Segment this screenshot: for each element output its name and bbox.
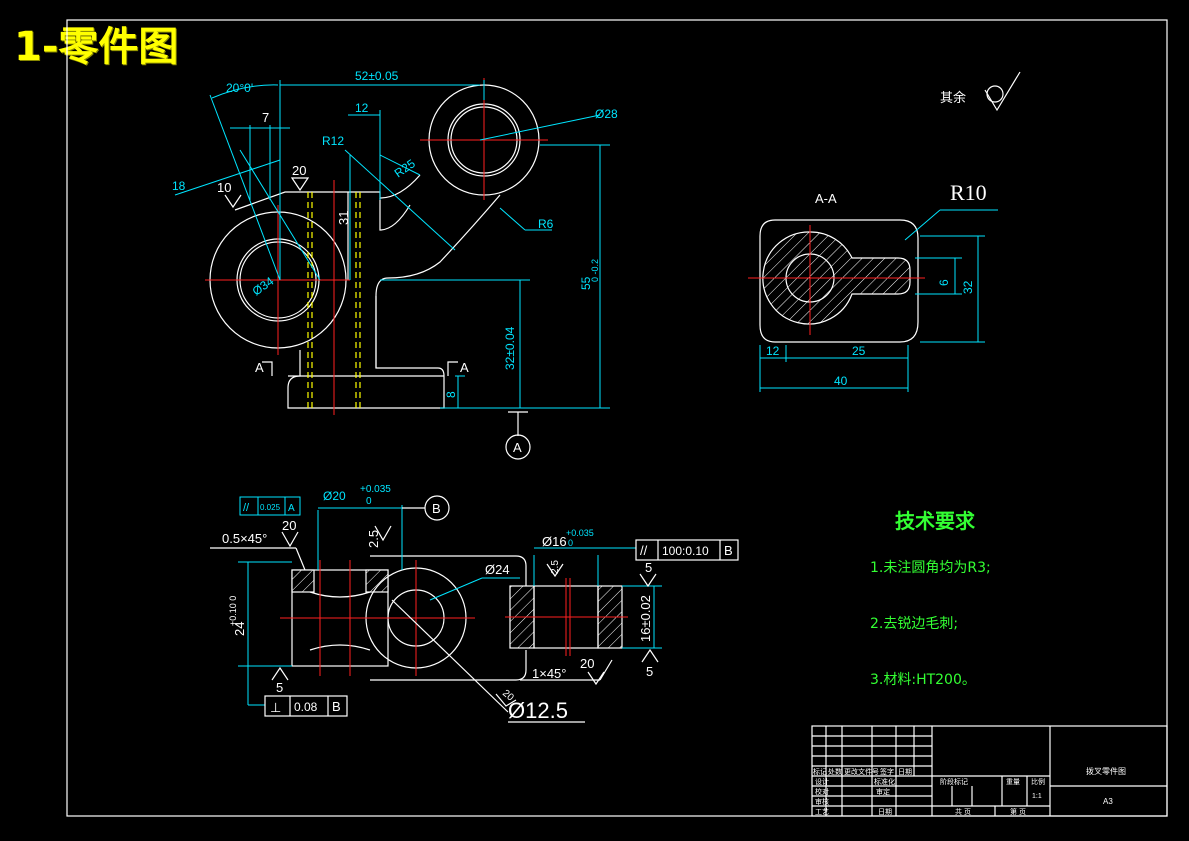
svg-text:5: 5 xyxy=(645,560,652,575)
svg-text:0: 0 xyxy=(568,538,573,548)
svg-text:第 页: 第 页 xyxy=(1010,807,1026,816)
dim-phi125: Ø12.5 xyxy=(508,698,568,723)
tech-req-heading: 技术要求 xyxy=(895,509,976,533)
dim-height-tol: 0 -0.2 xyxy=(590,259,600,282)
svg-text:20: 20 xyxy=(282,518,296,533)
dim-r12: R12 xyxy=(322,134,344,148)
dim-angle: 20°0' xyxy=(226,81,253,95)
section-dim-25: 25 xyxy=(852,344,866,358)
svg-text://: // xyxy=(243,502,250,514)
dim-16: 16±0.02 xyxy=(638,595,653,642)
dim-phi34: Ø34 xyxy=(250,274,277,299)
svg-text:共 页: 共 页 xyxy=(955,807,971,816)
roughness-symbol xyxy=(290,177,310,192)
dim-8: 8 xyxy=(444,391,458,398)
tech-req-item-3: 3.材料:HT200。 xyxy=(870,672,976,688)
bottom-view: // 0.025 A // 100:0.10 B ⊥ 0.08 B xyxy=(210,484,739,723)
dim-phi24: Ø24 xyxy=(485,562,510,577)
svg-text:2.5: 2.5 xyxy=(366,530,381,548)
section-view: A-A R10 6 32 12 25 40 xyxy=(748,180,998,392)
svg-text:0.08: 0.08 xyxy=(294,700,318,714)
svg-text:2.5: 2.5 xyxy=(550,560,561,574)
section-outline xyxy=(759,219,919,343)
dim-phi20: Ø20 xyxy=(323,489,346,503)
svg-text:0.025: 0.025 xyxy=(260,503,281,512)
svg-text:5: 5 xyxy=(276,680,283,695)
svg-text:⊥: ⊥ xyxy=(270,700,281,715)
dim-width: 52±0.05 xyxy=(355,69,399,83)
section-dim-40: 40 xyxy=(834,374,848,388)
svg-text://: // xyxy=(640,543,648,558)
dim-12: 12 xyxy=(355,101,369,115)
dim-32: 32±0.04 xyxy=(503,326,517,370)
chamfer-2: 1×45° xyxy=(532,666,566,681)
title-block: 标记 处数 更改文件号 签字 日期 设计 校对 审核 工艺 标准化 审定 日期 … xyxy=(811,725,1168,817)
svg-text:审定: 审定 xyxy=(876,787,890,796)
svg-text:审核: 审核 xyxy=(815,797,829,806)
svg-text:重量: 重量 xyxy=(1006,778,1020,786)
dim-31: 31 xyxy=(336,211,351,225)
drawing-border xyxy=(66,19,1168,817)
svg-text:B: B xyxy=(724,543,733,558)
svg-text:设计: 设计 xyxy=(815,777,829,786)
svg-text:标记: 标记 xyxy=(813,767,827,776)
dim-7: 7 xyxy=(262,110,269,125)
svg-text:标准化: 标准化 xyxy=(874,777,895,786)
sheet-size: A3 xyxy=(1103,797,1113,806)
svg-text:处数: 处数 xyxy=(828,767,842,776)
dim-r25: R25 xyxy=(392,156,418,180)
svg-text:100:0.10: 100:0.10 xyxy=(662,544,709,558)
svg-text:0: 0 xyxy=(366,496,372,507)
dim-18: 18 xyxy=(172,179,186,193)
dim-phi16: Ø16 xyxy=(542,534,567,549)
surface-label: 其余 xyxy=(940,90,966,105)
datum-b-circle xyxy=(424,495,450,521)
technical-requirements: 技术要求 1.未注圆角均为R3; 2.去锐边毛刺; 3.材料:HT200。 xyxy=(870,509,991,688)
svg-text:5: 5 xyxy=(646,664,653,679)
tech-req-item-2: 2.去锐边毛刺; xyxy=(870,616,958,632)
main-view: 52±0.05 20°0' 7 12 R12 Ø28 18 10 20 31 R… xyxy=(172,69,618,460)
svg-text:工艺: 工艺 xyxy=(815,808,829,816)
drawing-title: 1-零件图 xyxy=(14,24,179,70)
section-label: A-A xyxy=(815,191,837,206)
dim-r6: R6 xyxy=(538,217,554,231)
dim-10: 10 xyxy=(217,180,231,195)
svg-text:比例: 比例 xyxy=(1031,777,1045,786)
svg-text:校对: 校对 xyxy=(815,787,829,796)
svg-text:A: A xyxy=(288,503,295,514)
datum-a-label: A xyxy=(513,440,522,455)
tech-req-item-1: 1.未注圆角均为R3; xyxy=(870,560,991,576)
datum-a-circle xyxy=(505,434,531,460)
section-mark-left: A xyxy=(255,360,264,375)
datum-b-label: B xyxy=(432,501,441,516)
section-dim-6: 6 xyxy=(937,279,951,286)
svg-text:1:1: 1:1 xyxy=(1032,793,1042,800)
dim-24: 24 xyxy=(232,622,247,636)
dim-phi28: Ø28 xyxy=(595,107,618,121)
svg-text:日期: 日期 xyxy=(898,768,912,776)
section-dim-32: 32 xyxy=(961,280,975,294)
svg-text:+0.035: +0.035 xyxy=(360,484,391,495)
svg-text:日期: 日期 xyxy=(878,808,892,816)
dim-height: 55 xyxy=(579,276,593,290)
svg-text:签字: 签字 xyxy=(880,767,894,776)
part-name: 拨叉零件图 xyxy=(1086,766,1126,776)
section-dim-12: 12 xyxy=(766,344,780,358)
svg-text:+0.10 0: +0.10 0 xyxy=(228,596,238,626)
surface-roughness-note: 其余 xyxy=(940,71,1021,112)
svg-text:更改文件号: 更改文件号 xyxy=(844,767,879,776)
svg-text:阶段标记: 阶段标记 xyxy=(940,777,968,786)
feature-control-frame-2: // 100:0.10 B xyxy=(635,539,739,561)
svg-text:+0.035: +0.035 xyxy=(566,528,594,538)
svg-text:20: 20 xyxy=(580,656,594,671)
section-radius: R10 xyxy=(950,180,987,205)
chamfer-1: 0.5×45° xyxy=(222,531,267,546)
svg-text:B: B xyxy=(332,699,341,714)
section-mark-right: A xyxy=(460,360,469,375)
dim-20: 20 xyxy=(292,163,306,178)
feature-control-frame-1: // 0.025 A xyxy=(239,496,301,516)
feature-control-frame-3: ⊥ 0.08 B xyxy=(264,695,348,717)
